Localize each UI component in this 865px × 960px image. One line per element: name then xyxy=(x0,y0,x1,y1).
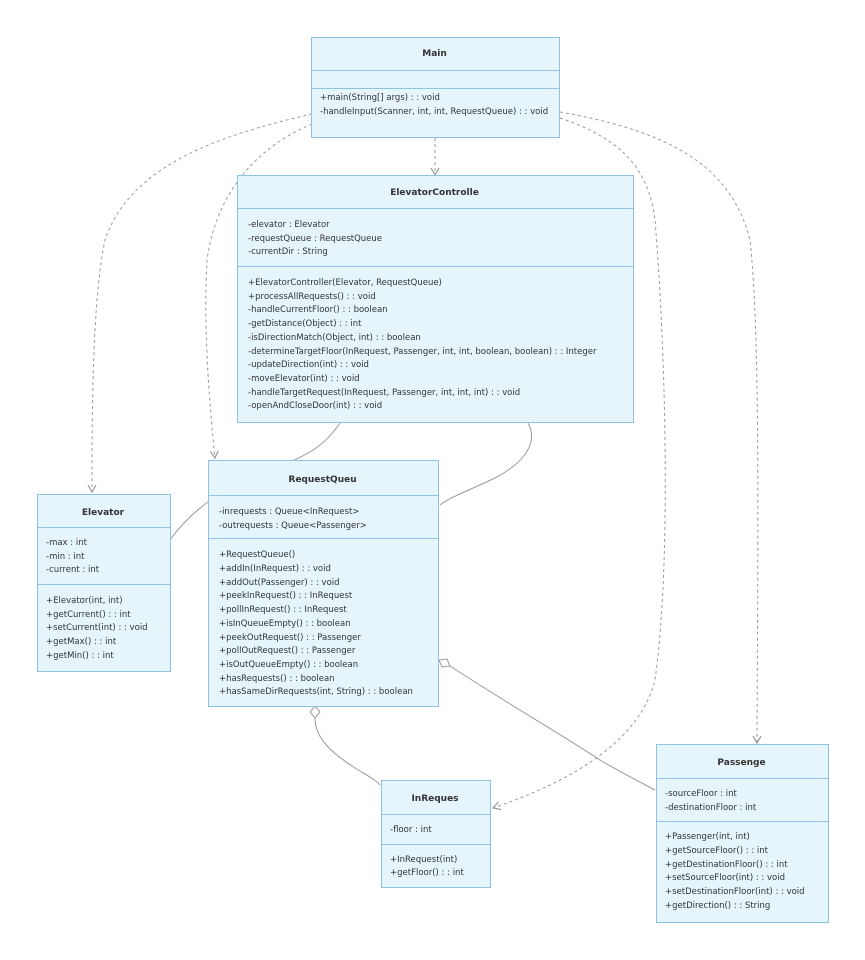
method: +getDestinationFloor() : : int xyxy=(665,859,788,870)
method: +peekInRequest() : : InRequest xyxy=(219,591,353,602)
method: +getMax() : : int xyxy=(46,637,117,648)
method: -updateDirection(int) : : void xyxy=(248,360,369,371)
method: +setSourceFloor(int) : : void xyxy=(665,873,785,884)
class-in-request[interactable]: InReques -floor : int +InRequest(int) +g… xyxy=(381,780,491,888)
aggregation-requestqueue-inrequest xyxy=(314,717,381,786)
method: +getMin() : : int xyxy=(46,650,114,661)
class-elevator[interactable]: Elevator -max : int -min : int -current … xyxy=(37,494,171,672)
methods-section: +main(String[] args) : : void -handleInp… xyxy=(312,88,559,122)
dependency-main-requestqueue xyxy=(205,123,313,460)
class-name: Elevator xyxy=(81,508,125,518)
method: +Elevator(int, int) xyxy=(46,596,123,607)
dependency-main-inrequest xyxy=(491,117,666,811)
method: +addOut(Passenger) : : void xyxy=(219,577,340,588)
methods-section: +Passenger(int, int) +getSourceFloor() :… xyxy=(657,821,828,919)
method: -getDistance(Object) : : int xyxy=(248,319,362,330)
method: +hasSameDirRequests(int, String) : : boo… xyxy=(219,687,413,698)
class-name: ElevatorControlle xyxy=(390,188,479,198)
class-elevator-controller[interactable]: ElevatorControlle -elevator : Elevator -… xyxy=(237,175,634,423)
method: -handleInput(Scanner, int, int, RequestQ… xyxy=(320,106,549,117)
method: +RequestQueue() xyxy=(219,550,296,561)
aggregation-requestqueue-passenger xyxy=(449,665,656,791)
attributes-section: -floor : int xyxy=(382,814,490,844)
methods-section: +Elevator(int, int) +getCurrent() : : in… xyxy=(38,584,170,669)
methods-section: +RequestQueue() +addIn(InRequest) : : vo… xyxy=(209,538,438,706)
attribute: -destinationFloor : int xyxy=(665,802,757,813)
attributes-section: -inrequests : Queue<InRequest> -outreque… xyxy=(209,495,438,538)
attribute: -max : int xyxy=(46,538,87,548)
attributes-section xyxy=(312,70,559,88)
method: +addIn(InRequest) : : void xyxy=(219,564,331,575)
dependency-main-elevator xyxy=(87,113,313,494)
method: +main(String[] args) : : void xyxy=(320,93,440,103)
method: +getCurrent() : : int xyxy=(46,609,131,620)
method: +pollInRequest() : : InRequest xyxy=(219,605,347,616)
dependency-main-passenger xyxy=(559,111,762,745)
method: +pollOutRequest() : : Passenger xyxy=(219,646,356,657)
method: +isOutQueueEmpty() : : boolean xyxy=(219,659,359,670)
class-name: RequestQueu xyxy=(288,475,357,485)
class-name: Main xyxy=(422,49,447,59)
method: +setDestinationFloor(int) : : void xyxy=(665,887,805,898)
aggregation-diamond-inrequest xyxy=(309,705,321,719)
methods-section: +InRequest(int) +getFloor() : : int xyxy=(382,843,490,887)
class-passenger[interactable]: Passenge -sourceFloor : int -destination… xyxy=(656,744,829,923)
method: -handleCurrentFloor() : : boolean xyxy=(248,305,388,316)
attribute: -outrequests : Queue<Passenger> xyxy=(219,520,367,531)
attributes-section: -sourceFloor : int -destinationFloor : i… xyxy=(657,778,828,821)
attribute: -min : int xyxy=(46,551,85,562)
method: +isInQueueEmpty() : : boolean xyxy=(219,618,351,629)
method: +ElevatorController(Elevator, RequestQue… xyxy=(248,278,442,289)
class-name: Passenge xyxy=(717,758,766,768)
aggregation-diamond-passenger xyxy=(438,658,451,668)
attributes-section: -elevator : Elevator -requestQueue : Req… xyxy=(238,208,633,266)
method: +getDirection() : : String xyxy=(665,900,771,911)
methods-section: +ElevatorController(Elevator, RequestQue… xyxy=(238,266,633,420)
method: -isDirectionMatch(Object, int) : : boole… xyxy=(248,332,421,343)
attribute: -requestQueue : RequestQueue xyxy=(248,233,383,244)
method: -handleTargetRequest(InRequest, Passenge… xyxy=(248,387,521,398)
method: +setCurrent(int) : : void xyxy=(46,623,148,634)
attribute: -inrequests : Queue<InRequest> xyxy=(219,507,360,517)
class-main[interactable]: Main +main(String[] args) : : void -hand… xyxy=(311,37,560,138)
attribute: -floor : int xyxy=(390,825,432,835)
attribute: -elevator : Elevator xyxy=(248,220,330,230)
attribute: -current : int xyxy=(46,565,100,576)
class-name: InReques xyxy=(411,794,459,804)
method: +hasRequests() : : boolean xyxy=(219,673,335,684)
method: +getFloor() : : int xyxy=(390,868,464,879)
class-request-queue[interactable]: RequestQueu -inrequests : Queue<InReques… xyxy=(208,460,439,707)
method: +getSourceFloor() : : int xyxy=(665,846,768,857)
method: -determineTargetFloor(InRequest, Passeng… xyxy=(248,346,597,357)
method: +peekOutRequest() : : Passenger xyxy=(219,632,361,643)
method: +InRequest(int) xyxy=(390,854,458,865)
attribute: -sourceFloor : int xyxy=(665,789,737,799)
attributes-section: -max : int -min : int -current : int xyxy=(38,527,170,584)
method: -openAndCloseDoor(int) : : void xyxy=(248,401,383,412)
association-controller-requestqueue xyxy=(439,422,533,506)
method: +processAllRequests() : : void xyxy=(248,291,376,302)
method: -moveElevator(int) : : void xyxy=(248,373,360,384)
method: +Passenger(int, int) xyxy=(665,832,750,843)
attribute: -currentDir : String xyxy=(248,247,328,258)
